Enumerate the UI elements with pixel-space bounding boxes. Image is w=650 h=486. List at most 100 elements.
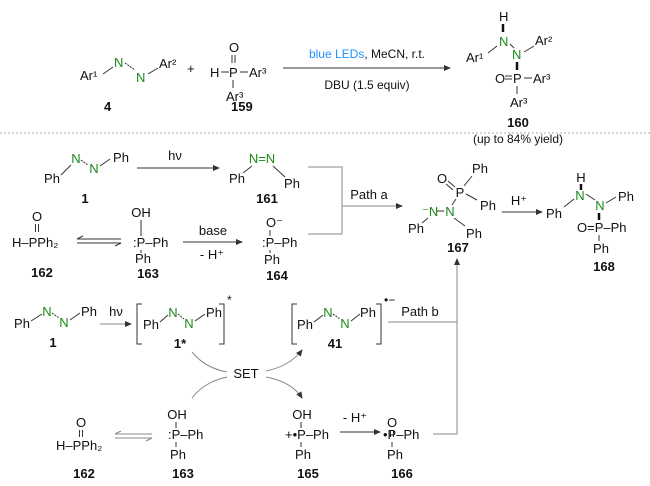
phosphorus: P xyxy=(513,71,522,86)
oxygen: O xyxy=(76,415,86,430)
set-arrows xyxy=(191,349,303,399)
nitrogen: N xyxy=(340,316,349,331)
compound-163-pathb: OH :P–Ph Ph 163 xyxy=(167,407,203,481)
h-pph2: H–PPh₂ xyxy=(56,438,102,453)
ar1: Ar¹ xyxy=(80,68,98,83)
phosphinite: :P–Ph xyxy=(133,235,168,250)
compound-4: Ar¹ N N Ar² 4 xyxy=(80,55,177,114)
ar3: Ar³ xyxy=(533,71,551,86)
path-b-label: Path b xyxy=(401,304,439,319)
phenyl: Ph xyxy=(295,447,311,462)
compound-label: 1* xyxy=(174,336,187,351)
phosphorus: P xyxy=(229,65,238,80)
anionic-nitrogen: ⁻N xyxy=(422,204,438,219)
h-pph2: H–PPh₂ xyxy=(12,235,58,250)
excited-state-1-star: Ph N N Ph * 1* xyxy=(136,293,232,351)
phenyl: Ph xyxy=(113,150,129,165)
conditions-below: DBU (1.5 equiv) xyxy=(324,78,409,92)
compound-166: O •P–Ph Ph 166 xyxy=(383,415,419,481)
path-b-arrow xyxy=(433,258,460,435)
ar3: Ar³ xyxy=(249,65,267,80)
ar3: Ar³ xyxy=(510,95,528,110)
compound-label: 162 xyxy=(31,265,53,280)
phenyl: Ph xyxy=(472,161,488,176)
nitrogen: N xyxy=(499,34,508,49)
phenyl: Ph xyxy=(387,447,403,462)
compound-165: OH +•P–Ph Ph 165 xyxy=(285,407,329,481)
compound-label: 164 xyxy=(266,268,288,283)
equilibrium-arrows xyxy=(76,235,122,247)
reaction-arrow-conditions: blue LEDs, MeCN, r.t. DBU (1.5 equiv) xyxy=(283,47,451,92)
oxygen: O xyxy=(495,71,505,86)
phenyl: Ph xyxy=(360,305,376,320)
compound-label: 166 xyxy=(391,466,413,481)
equilibrium-arrows xyxy=(114,430,153,442)
azo-group: N=N xyxy=(249,151,275,166)
compound-160: H N Ar¹ N Ar² O P Ar³ Ar³ 160 (up to 84%… xyxy=(466,9,563,146)
light-label: hν xyxy=(168,148,182,163)
compound-163: OH :P–Ph Ph 163 xyxy=(131,205,168,281)
ar2: Ar² xyxy=(535,33,553,48)
nitrogen: N xyxy=(71,151,80,166)
phenyl: Ph xyxy=(618,189,634,204)
phenyl: Ph xyxy=(408,221,424,236)
deprotonation-label: - H⁺ xyxy=(200,247,224,262)
phosphinite-anion: :P–Ph xyxy=(262,235,297,250)
nitrogen: N xyxy=(59,315,68,330)
phosphinite: :P–Ph xyxy=(168,427,203,442)
compound-1: Ph N N Ph 1 xyxy=(44,150,129,206)
compound-162-pathb: O H–PPh₂ 162 xyxy=(56,415,102,481)
phenyl: Ph xyxy=(593,241,609,256)
nitrogen: N xyxy=(595,198,604,213)
protonation-label: H⁺ xyxy=(511,193,527,208)
path-a-label: Path a xyxy=(350,187,388,202)
phosphinoyl-radical: •P–Ph xyxy=(383,427,419,442)
phenyl: Ph xyxy=(14,316,30,331)
deprotonation-label: - H⁺ xyxy=(343,410,367,425)
compound-label: 163 xyxy=(172,466,194,481)
nitrogen: N xyxy=(114,55,123,70)
light-label: hν xyxy=(109,304,123,319)
phenyl: Ph xyxy=(81,304,97,319)
compound-161: N=N Ph Ph 161 xyxy=(229,151,300,206)
oxygen: O xyxy=(387,415,397,430)
compound-label: 4 xyxy=(104,99,112,114)
phenyl: Ph xyxy=(466,226,482,241)
ar2: Ar² xyxy=(159,56,177,71)
hydroxyl: OH xyxy=(292,407,312,422)
phenyl: Ph xyxy=(229,171,245,186)
oxygen: O xyxy=(229,40,239,55)
compound-162: O H–PPh₂ 162 xyxy=(12,209,58,280)
phenyl: Ph xyxy=(264,252,280,267)
nitrogen: N xyxy=(323,305,332,320)
phenyl: Ph xyxy=(297,317,313,332)
compound-label: 1 xyxy=(49,335,56,350)
phenyl: Ph xyxy=(206,305,222,320)
phosphorus: P xyxy=(456,185,465,200)
compound-label: 160 xyxy=(507,115,529,130)
phenyl: Ph xyxy=(170,447,186,462)
ar3: Ar³ xyxy=(226,89,244,104)
hydrogen: H xyxy=(210,65,219,80)
hydrogen: H xyxy=(499,9,508,24)
set-label: SET xyxy=(233,366,258,381)
oxygen: O xyxy=(32,209,42,224)
nitrogen: N xyxy=(445,204,454,219)
nitrogen: N xyxy=(42,304,51,319)
nitrogen: N xyxy=(136,70,145,85)
phenyl: Ph xyxy=(135,251,151,266)
compound-159: O H P Ar³ Ar³ 159 xyxy=(210,40,267,114)
phenyl: Ph xyxy=(284,176,300,191)
phosphoryl-group: O=P–Ph xyxy=(577,220,627,235)
oxygen: O xyxy=(437,171,447,186)
compound-label: 165 xyxy=(297,466,319,481)
hydroxyl: OH xyxy=(131,205,151,220)
compound-label: 159 xyxy=(231,99,253,114)
compound-1-pathb: Ph N N Ph 1 xyxy=(14,304,97,350)
oxide-anion: O⁻ xyxy=(266,215,283,230)
conditions-above: blue LEDs, MeCN, r.t. xyxy=(309,47,425,61)
phenyl: Ph xyxy=(546,206,562,221)
hydroxyl: OH xyxy=(167,407,187,422)
compound-label: 163 xyxy=(137,266,159,281)
